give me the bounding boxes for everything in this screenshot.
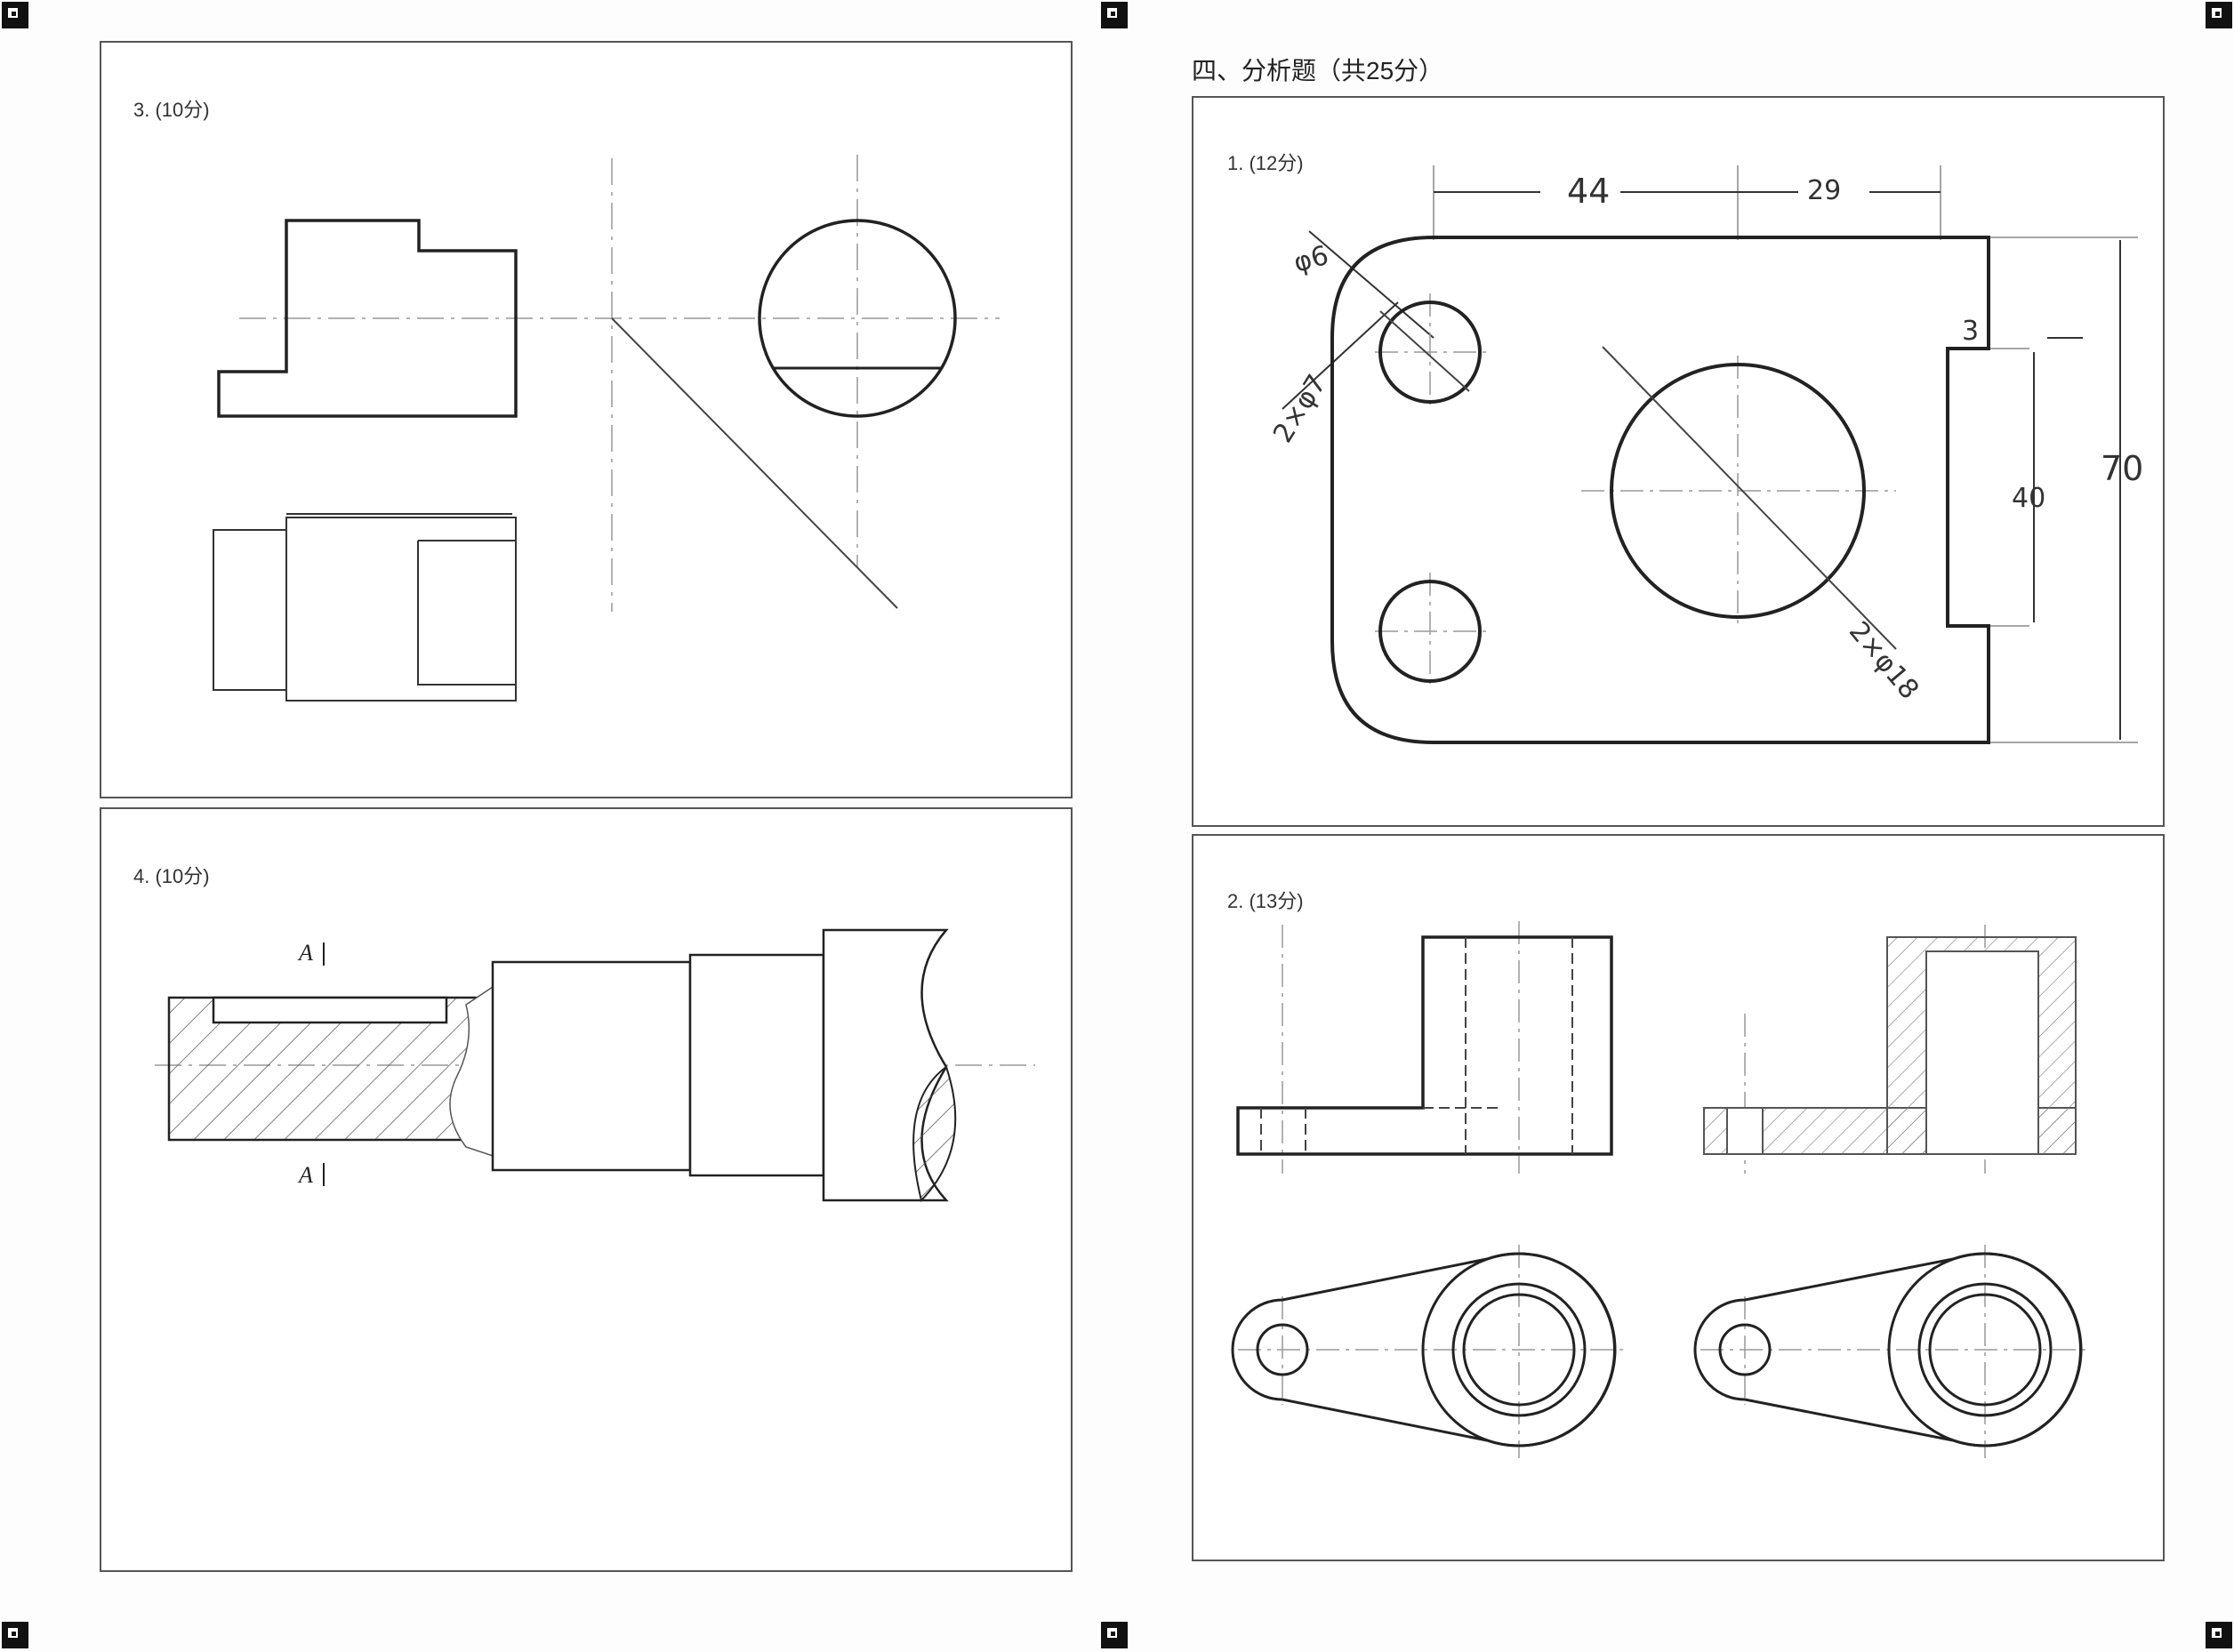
small-hole-bottom bbox=[1378, 580, 1482, 683]
question-2-label: 2. (13分) bbox=[1227, 890, 1304, 912]
problem-4-panel: 4. (10分) A A bbox=[100, 807, 1073, 1572]
problem-3-label: 3. (10分) bbox=[133, 99, 210, 121]
corner-marker-bottom-left bbox=[2, 1622, 28, 1648]
side-view-circle bbox=[758, 219, 957, 418]
large-hole bbox=[1610, 363, 1866, 619]
problem-3-panel: 3. (10分) bbox=[100, 41, 1073, 798]
front-view-left bbox=[1236, 935, 1613, 1156]
dim-2xphi7: 2×φ7 bbox=[1267, 369, 1333, 448]
keyway-cut bbox=[212, 996, 448, 1024]
top-view-right bbox=[1693, 1252, 2083, 1448]
shaft-step-1 bbox=[491, 960, 692, 1172]
problem-4-drawing: A A bbox=[155, 928, 1035, 1202]
small-hole-top bbox=[1378, 301, 1482, 404]
problem-4-label: 4. (10分) bbox=[133, 865, 210, 887]
dim-29: 29 bbox=[1807, 175, 1841, 206]
corner-marker-top-right bbox=[2206, 2, 2232, 28]
corner-marker-bottom-center bbox=[1101, 1622, 1128, 1648]
dim-3: 3 bbox=[1962, 316, 1979, 347]
question-1-drawing: 44 29 φ6 2×φ7 3 40 70 2×φ18 bbox=[1267, 165, 2143, 744]
question-1-panel: 1. (12分) bbox=[1192, 96, 2165, 827]
shaft-step-2 bbox=[688, 953, 825, 1177]
dim-70: 70 bbox=[2101, 449, 2143, 488]
top-view-sketch bbox=[213, 513, 517, 702]
section-mark-bottom: A bbox=[297, 1162, 313, 1188]
section-mark-top: A bbox=[297, 940, 313, 966]
question-2-panel: 2. (13分) bbox=[1192, 834, 2165, 1561]
dim-2xphi18: 2×φ18 bbox=[1843, 616, 1925, 706]
section-title: 四、分析题（共25分） bbox=[1192, 57, 1444, 84]
plate-outline bbox=[1330, 236, 1990, 744]
miter-line bbox=[611, 317, 898, 609]
top-view-left bbox=[1231, 1252, 1617, 1448]
front-view-outline bbox=[217, 219, 518, 418]
shaft-end-hatch bbox=[912, 1065, 957, 1202]
question-2-drawing bbox=[1231, 921, 2092, 1458]
dim-44: 44 bbox=[1567, 172, 1610, 211]
break-line bbox=[449, 985, 494, 1158]
dim-40: 40 bbox=[2012, 483, 2045, 514]
corner-marker-top-center bbox=[1101, 2, 1128, 28]
corner-marker-top-left bbox=[2, 2, 28, 28]
corner-marker-bottom-right bbox=[2206, 1622, 2232, 1648]
question-1-label: 1. (12分) bbox=[1227, 152, 1304, 174]
problem-3-drawing bbox=[213, 155, 1000, 702]
